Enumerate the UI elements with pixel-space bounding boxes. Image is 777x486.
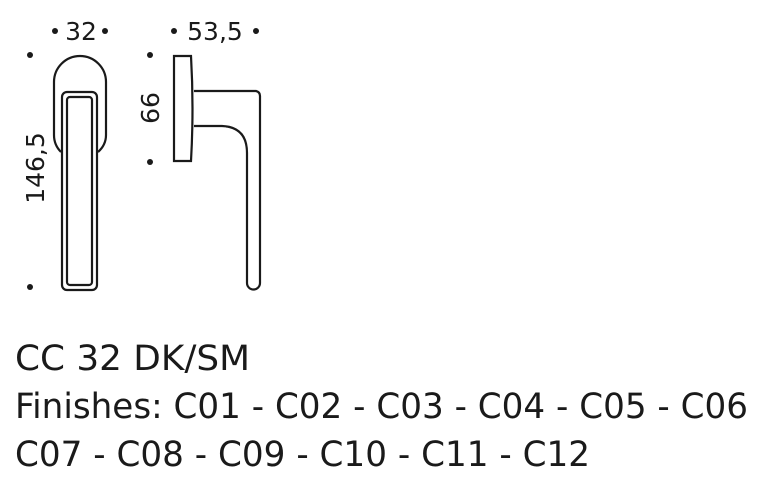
- model-name: CC 32 DK/SM: [15, 339, 250, 379]
- finishes-line-2: C07 - C08 - C09 - C10 - C11 - C12: [15, 435, 590, 475]
- dimension-total-height: 146,5: [21, 132, 50, 204]
- finishes-line-1: Finishes: C01 - C02 - C03 - C04 - C05 - …: [15, 387, 748, 427]
- handle-front-view: [52, 54, 108, 292]
- dimension-markers: [27, 28, 259, 290]
- dimension-front-width: 32: [65, 17, 97, 46]
- handle-side-view: [172, 54, 262, 291]
- dimension-side-depth: 53,5: [187, 17, 243, 46]
- dimension-rose-height: 66: [136, 92, 165, 124]
